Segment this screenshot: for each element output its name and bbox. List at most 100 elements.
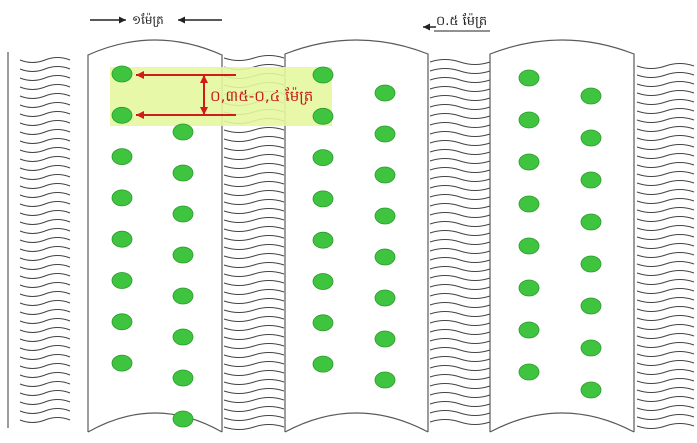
furrow-wave <box>636 396 695 402</box>
plant-dot <box>580 297 602 315</box>
furrow-wave <box>429 203 491 209</box>
furrow-wave <box>429 59 491 65</box>
plant-dot <box>374 289 396 307</box>
plant-dot <box>312 190 334 208</box>
plants <box>111 65 602 428</box>
furrow-wave <box>636 216 695 222</box>
furrow-wave <box>636 414 695 420</box>
plant-dot <box>111 272 133 289</box>
plant-dot <box>111 230 133 248</box>
furrow-wave <box>223 298 285 304</box>
furrow-1 <box>19 57 71 423</box>
furrow-wave <box>223 325 285 331</box>
furrow-wave <box>636 315 695 321</box>
furrow-wave <box>429 77 491 83</box>
furrow-wave <box>223 397 285 403</box>
furrow-wave <box>636 180 695 186</box>
furrow-wave <box>636 234 695 240</box>
furrow-wave <box>223 244 285 250</box>
plant-dot <box>312 107 334 125</box>
furrow-wave <box>429 104 491 110</box>
plant-dot <box>172 328 194 346</box>
plant-dot <box>312 66 334 84</box>
furrow-wave <box>19 318 71 324</box>
furrow-wave <box>19 102 71 108</box>
furrow-wave <box>636 189 695 195</box>
furrow-wave <box>223 163 285 169</box>
furrow-wave <box>19 264 71 270</box>
plant-dot <box>172 205 194 223</box>
furrow-wave <box>636 297 695 303</box>
furrow-wave <box>223 217 285 223</box>
plant-dot <box>312 231 334 249</box>
furrow-wave <box>223 172 285 178</box>
furrow-wave <box>429 113 491 119</box>
furrow-wave <box>19 408 71 414</box>
furrow-wave <box>429 158 491 164</box>
furrow-width-label: ០.៥ ម៉ែត្រ <box>436 12 487 29</box>
furrow-wave <box>19 372 71 378</box>
plant-dot <box>580 87 602 105</box>
furrow-wave <box>19 363 71 369</box>
furrow-wave <box>636 324 695 330</box>
furrow-wave <box>636 288 695 294</box>
furrow-wave <box>429 311 491 317</box>
furrow-wave <box>223 388 285 394</box>
furrow-wave <box>19 399 71 405</box>
furrow-wave <box>429 392 491 398</box>
furrow-wave <box>19 309 71 315</box>
furrow-wave <box>223 271 285 277</box>
plant-dot <box>518 363 540 381</box>
furrow-wave <box>19 57 71 63</box>
furrow-wave <box>636 108 695 114</box>
furrow-wave <box>429 131 491 137</box>
furrow-wave <box>636 306 695 312</box>
plant-dot <box>312 273 334 290</box>
furrow-wave <box>223 379 285 385</box>
furrow-wave <box>19 120 71 126</box>
furrow-wave <box>429 410 491 416</box>
furrow-wave <box>223 262 285 268</box>
furrow-wave <box>223 289 285 295</box>
furrow-wave <box>19 417 71 423</box>
furrow-wave <box>223 334 285 340</box>
furrow-wave <box>429 239 491 245</box>
plant-dot <box>172 410 194 428</box>
furrow-wave <box>636 243 695 249</box>
bed-2-bottom-edge <box>284 412 429 433</box>
bed-3-bottom-edge <box>489 412 635 433</box>
plant-dot <box>580 129 602 147</box>
plant-dot <box>518 237 540 255</box>
furrow-wave <box>223 190 285 196</box>
furrow-wave <box>636 252 695 258</box>
furrow-wave <box>429 221 491 227</box>
plant-dot <box>111 106 133 124</box>
plant-dot <box>172 287 194 305</box>
plant-dot <box>111 313 133 331</box>
furrow-wave <box>636 261 695 267</box>
furrow-wave <box>223 361 285 367</box>
plant-dot <box>172 246 194 264</box>
furrow-wave <box>429 401 491 407</box>
furrow-wave <box>636 387 695 393</box>
bed-width-label: ១ម៉ែត្រ <box>132 12 164 27</box>
furrow-wave <box>429 338 491 344</box>
plant-dot <box>518 111 540 129</box>
furrow-4 <box>636 63 695 429</box>
plant-dot <box>374 371 396 389</box>
furrow-wave <box>19 129 71 135</box>
furrow-wave <box>19 201 71 207</box>
furrow-wave <box>636 360 695 366</box>
plant-dot <box>172 123 194 141</box>
furrow-wave <box>429 293 491 299</box>
furrow-wave <box>19 291 71 297</box>
furrow-wave <box>429 320 491 326</box>
furrow-wave <box>636 126 695 132</box>
furrow-wave <box>223 127 285 133</box>
furrow-wave <box>223 208 285 214</box>
furrows <box>7 52 695 430</box>
plant-dot <box>172 164 194 182</box>
plant-dot <box>172 369 194 387</box>
